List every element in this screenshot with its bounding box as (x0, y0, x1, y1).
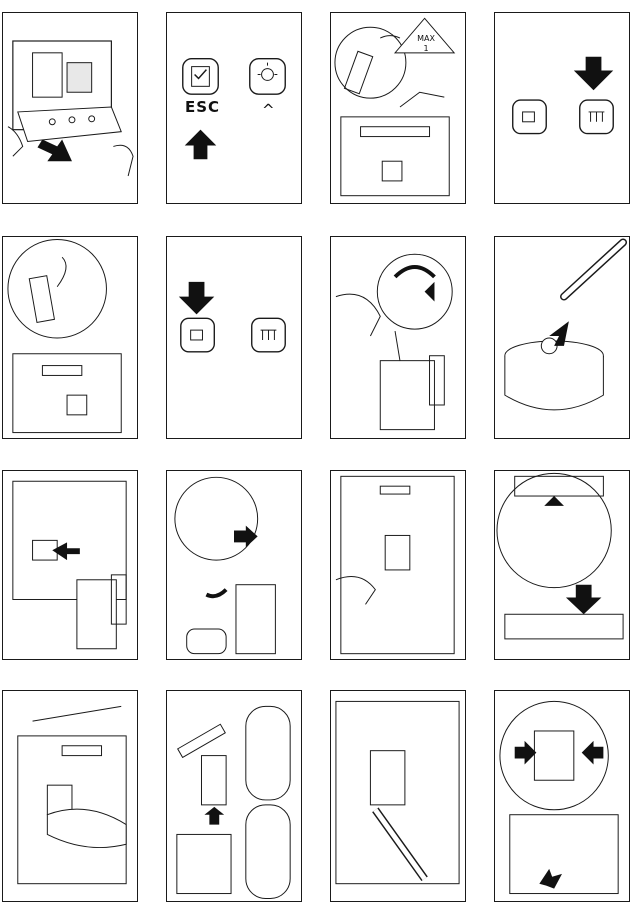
panel-wipe-interior (2, 690, 138, 902)
steam-icon (261, 330, 277, 340)
panel-esc-button: ESC ^ (166, 12, 302, 204)
caret-label: ^ (262, 101, 276, 119)
panel-remove-grid (494, 470, 630, 660)
panel-clean-nozzle (494, 236, 630, 439)
panel-cup-button (166, 236, 302, 439)
arrow-icon (204, 807, 224, 825)
illustration-drip-tray-removal (3, 13, 137, 203)
steam-icon (589, 112, 605, 122)
cup-button[interactable] (513, 100, 547, 134)
arrow-icon (539, 869, 562, 889)
cup-button[interactable] (181, 318, 215, 352)
esc-label: ESC (185, 98, 220, 116)
panel-steam-button (494, 12, 630, 204)
panel-insert-filter (2, 236, 138, 439)
arrow-icon (37, 140, 71, 162)
panel-remove-spout (330, 470, 466, 660)
panel-attach-milk-container (2, 470, 138, 660)
panel-fill-milk-container (330, 236, 466, 439)
arrow-icon (574, 57, 613, 91)
panel-remove-brew-unit (494, 690, 630, 902)
panel-fill-water-max: MAX 1 (330, 12, 466, 204)
max-sub-label: 1 (416, 45, 436, 53)
arrow-icon (185, 130, 217, 160)
panel-dispense-milk (166, 470, 302, 660)
panel-filter-cartridge (166, 690, 302, 902)
panel-brush-clean (330, 690, 466, 902)
panel-remove-drip-tray (2, 12, 138, 204)
max-label: MAX (416, 35, 436, 43)
arrow-icon (179, 282, 214, 315)
arrow-icon (566, 585, 601, 615)
